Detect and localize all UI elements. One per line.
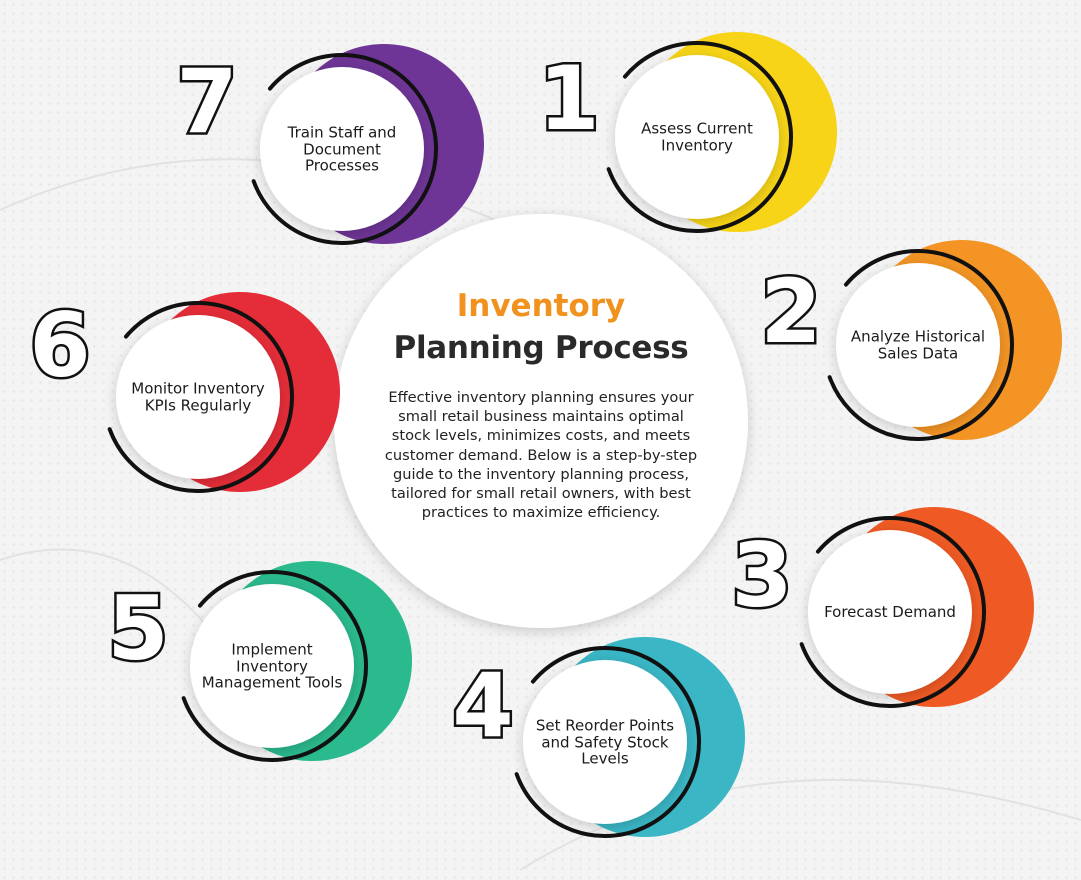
step-7-outline-arc [251, 53, 438, 245]
step-2-number: 2 [760, 260, 821, 363]
step-1: 1 [536, 32, 837, 233]
step-5: 5 [105, 561, 412, 762]
step-1-white-disc [615, 55, 779, 219]
step-5-outline-arc [181, 570, 368, 762]
step-4-number: 4 [452, 654, 513, 757]
step-7-label: Train Staff and Document Processes [287, 123, 397, 175]
step-2-white-disc [836, 263, 1000, 427]
step-7-white-disc [260, 67, 424, 231]
step-6-label: Monitor Inventory KPIs Regularly [131, 379, 265, 414]
step-5-label: Implement Inventory Management Tools [201, 640, 343, 692]
step-5-number: 5 [107, 577, 168, 680]
step-5-white-disc [190, 584, 354, 748]
center-description: Effective inventory planning ensures you… [384, 389, 698, 522]
step-3-white-disc [808, 530, 972, 694]
step-3: 3 [729, 507, 1034, 708]
step-2: 2 [758, 240, 1062, 441]
step-4-white-disc [523, 660, 687, 824]
step-3-outline-arc [799, 516, 986, 708]
step-3-number: 3 [731, 524, 792, 627]
step-4-outline-arc [514, 646, 701, 838]
step-3-label: Forecast Demand [824, 602, 956, 621]
center-title-line2: Planning Process [393, 330, 689, 366]
step-4-label: Set Reorder Points and Safety Stock Leve… [535, 716, 675, 768]
step-6: 6 [27, 291, 340, 493]
step-4: 4 [450, 637, 745, 838]
step-2-outline-arc [827, 249, 1014, 441]
center-circle [334, 214, 748, 628]
step-6-outline-arc [107, 301, 294, 493]
step-7: 7 [174, 44, 484, 245]
step-6-number: 6 [29, 294, 90, 397]
step-7-number: 7 [176, 50, 237, 153]
step-1-outline-arc [606, 41, 793, 233]
center-title-line1: Inventory [456, 288, 626, 324]
step-1-label: Assess Current Inventory [641, 119, 753, 154]
step-1-number: 1 [538, 47, 599, 150]
step-2-label: Analyze Historical Sales Data [850, 327, 986, 362]
step-6-white-disc [116, 315, 280, 479]
